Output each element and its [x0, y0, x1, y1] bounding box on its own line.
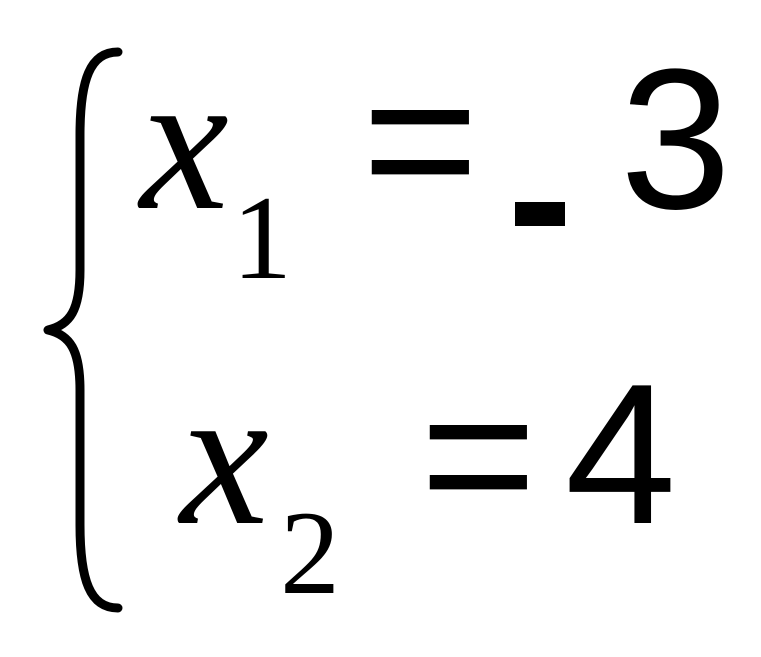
minus-sign	[515, 202, 565, 226]
equals-sign-1: =	[362, 28, 479, 251]
equals-sign-2: =	[420, 343, 537, 566]
variable-x1: x	[140, 31, 229, 252]
subscript-1: 1	[232, 171, 292, 304]
value-1: 3	[620, 28, 732, 251]
variable-x2: x	[180, 346, 269, 567]
value-2: 4	[565, 343, 677, 566]
left-curly-brace	[43, 47, 123, 613]
subscript-2: 2	[280, 486, 340, 619]
